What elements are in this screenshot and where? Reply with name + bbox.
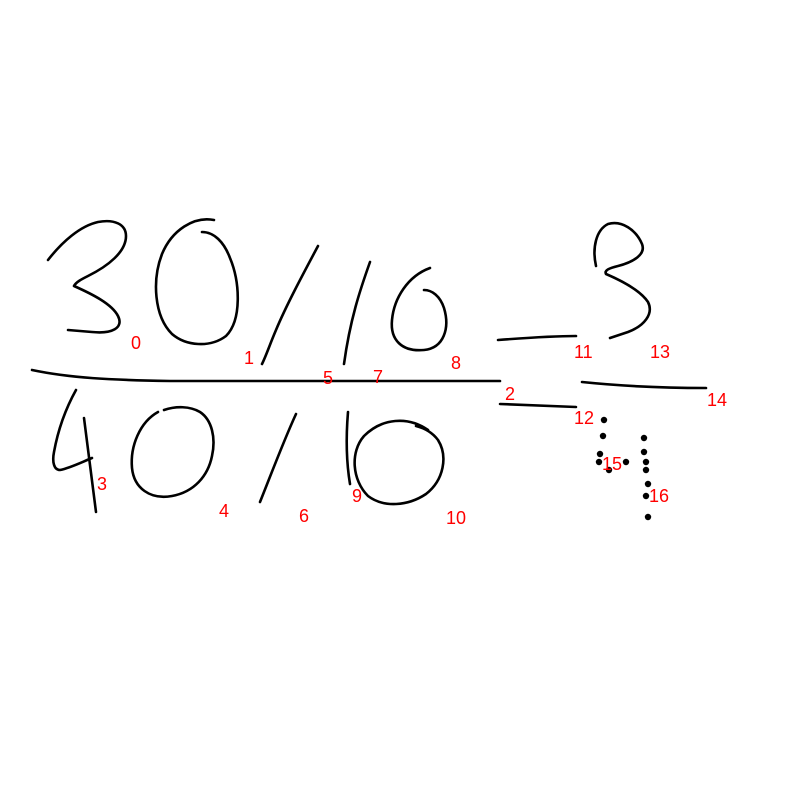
stroke-label-1: 1 — [244, 348, 254, 368]
stroke-15-dot — [605, 466, 613, 474]
stroke-16-dot — [642, 458, 650, 466]
stroke-14-result-fraction-bar — [580, 380, 708, 390]
stroke-16-dot — [642, 492, 650, 500]
stroke-7-digit-six-numerator — [390, 266, 448, 352]
stroke-index-labels: 0 1 2 3 4 5 6 7 8 9 10 11 12 13 14 15 16 — [97, 333, 727, 528]
stroke-3-digit-four-left — [51, 388, 94, 472]
stroke-0-digit-three — [46, 219, 128, 334]
stroke-16-dot — [644, 480, 652, 488]
stroke-13-digit-three-result — [593, 221, 651, 340]
stroke-2-fraction-bar — [30, 368, 502, 384]
stroke-15-dot — [600, 416, 608, 424]
stroke-4-digit-zero — [130, 405, 215, 499]
stroke-15-dot — [596, 450, 604, 458]
dot-strokes — [595, 416, 652, 521]
stroke-label-13: 13 — [650, 342, 670, 362]
stroke-label-16: 16 — [649, 486, 669, 506]
stroke-15-dot — [595, 458, 603, 466]
stroke-3-digit-four-stem — [82, 416, 98, 514]
stroke-label-10: 10 — [446, 508, 466, 528]
stroke-label-4: 4 — [219, 501, 229, 521]
stroke-label-6: 6 — [299, 506, 309, 526]
stroke-15-dot — [599, 432, 607, 440]
stroke-label-0: 0 — [131, 333, 141, 353]
stroke-label-14: 14 — [707, 390, 727, 410]
stroke-label-2: 2 — [505, 384, 515, 404]
stroke-label-9: 9 — [352, 486, 362, 506]
stroke-6-slash-denominator — [258, 412, 298, 504]
stroke-label-5: 5 — [323, 368, 333, 388]
stroke-label-12: 12 — [574, 408, 594, 428]
stroke-12-equals-bottom — [498, 402, 578, 409]
stroke-label-15: 15 — [602, 454, 622, 474]
ink-strokes — [30, 218, 708, 514]
stroke-1-digit-zero — [154, 218, 240, 346]
stroke-5-digit-one-numerator — [342, 260, 372, 366]
stroke-16-dot — [640, 434, 648, 442]
stroke-16-dot — [644, 513, 652, 521]
stroke-16-dot — [642, 466, 650, 474]
stroke-1-slash-numerator — [260, 244, 320, 366]
stroke-15-dot — [622, 458, 630, 466]
stroke-label-8: 8 — [451, 353, 461, 373]
stroke-label-11: 11 — [574, 342, 593, 362]
stroke-9-digit-one-denominator — [345, 410, 352, 486]
stroke-11-equals-top — [496, 334, 578, 342]
stroke-label-7: 7 — [373, 367, 383, 387]
stroke-label-3: 3 — [97, 474, 107, 494]
stroke-10-digit-six-denominator — [353, 419, 445, 506]
stroke-16-dot — [640, 448, 648, 456]
